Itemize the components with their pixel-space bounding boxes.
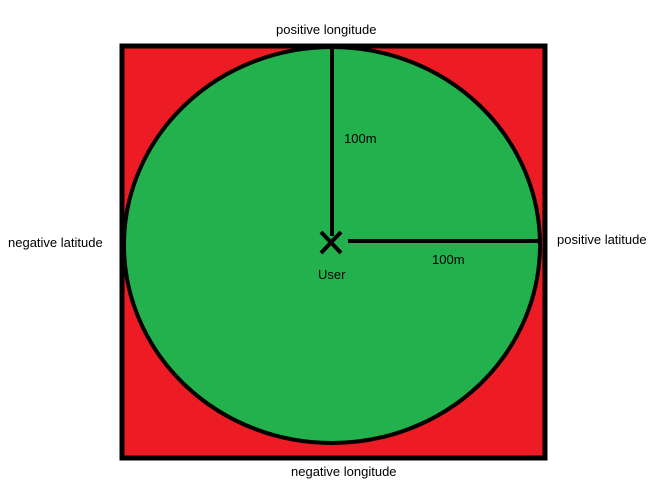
- vertical-radius-label: 100m: [344, 131, 377, 146]
- positive-longitude-label: positive longitude: [276, 22, 377, 37]
- x-marker-icon: [319, 230, 343, 255]
- negative-latitude-label: negative latitude: [8, 235, 103, 250]
- negative-longitude-label: negative longitude: [291, 464, 397, 479]
- horizontal-radius-label: 100m: [432, 252, 465, 267]
- positive-latitude-label: positive latitude: [557, 232, 647, 247]
- user-label: User: [318, 267, 346, 282]
